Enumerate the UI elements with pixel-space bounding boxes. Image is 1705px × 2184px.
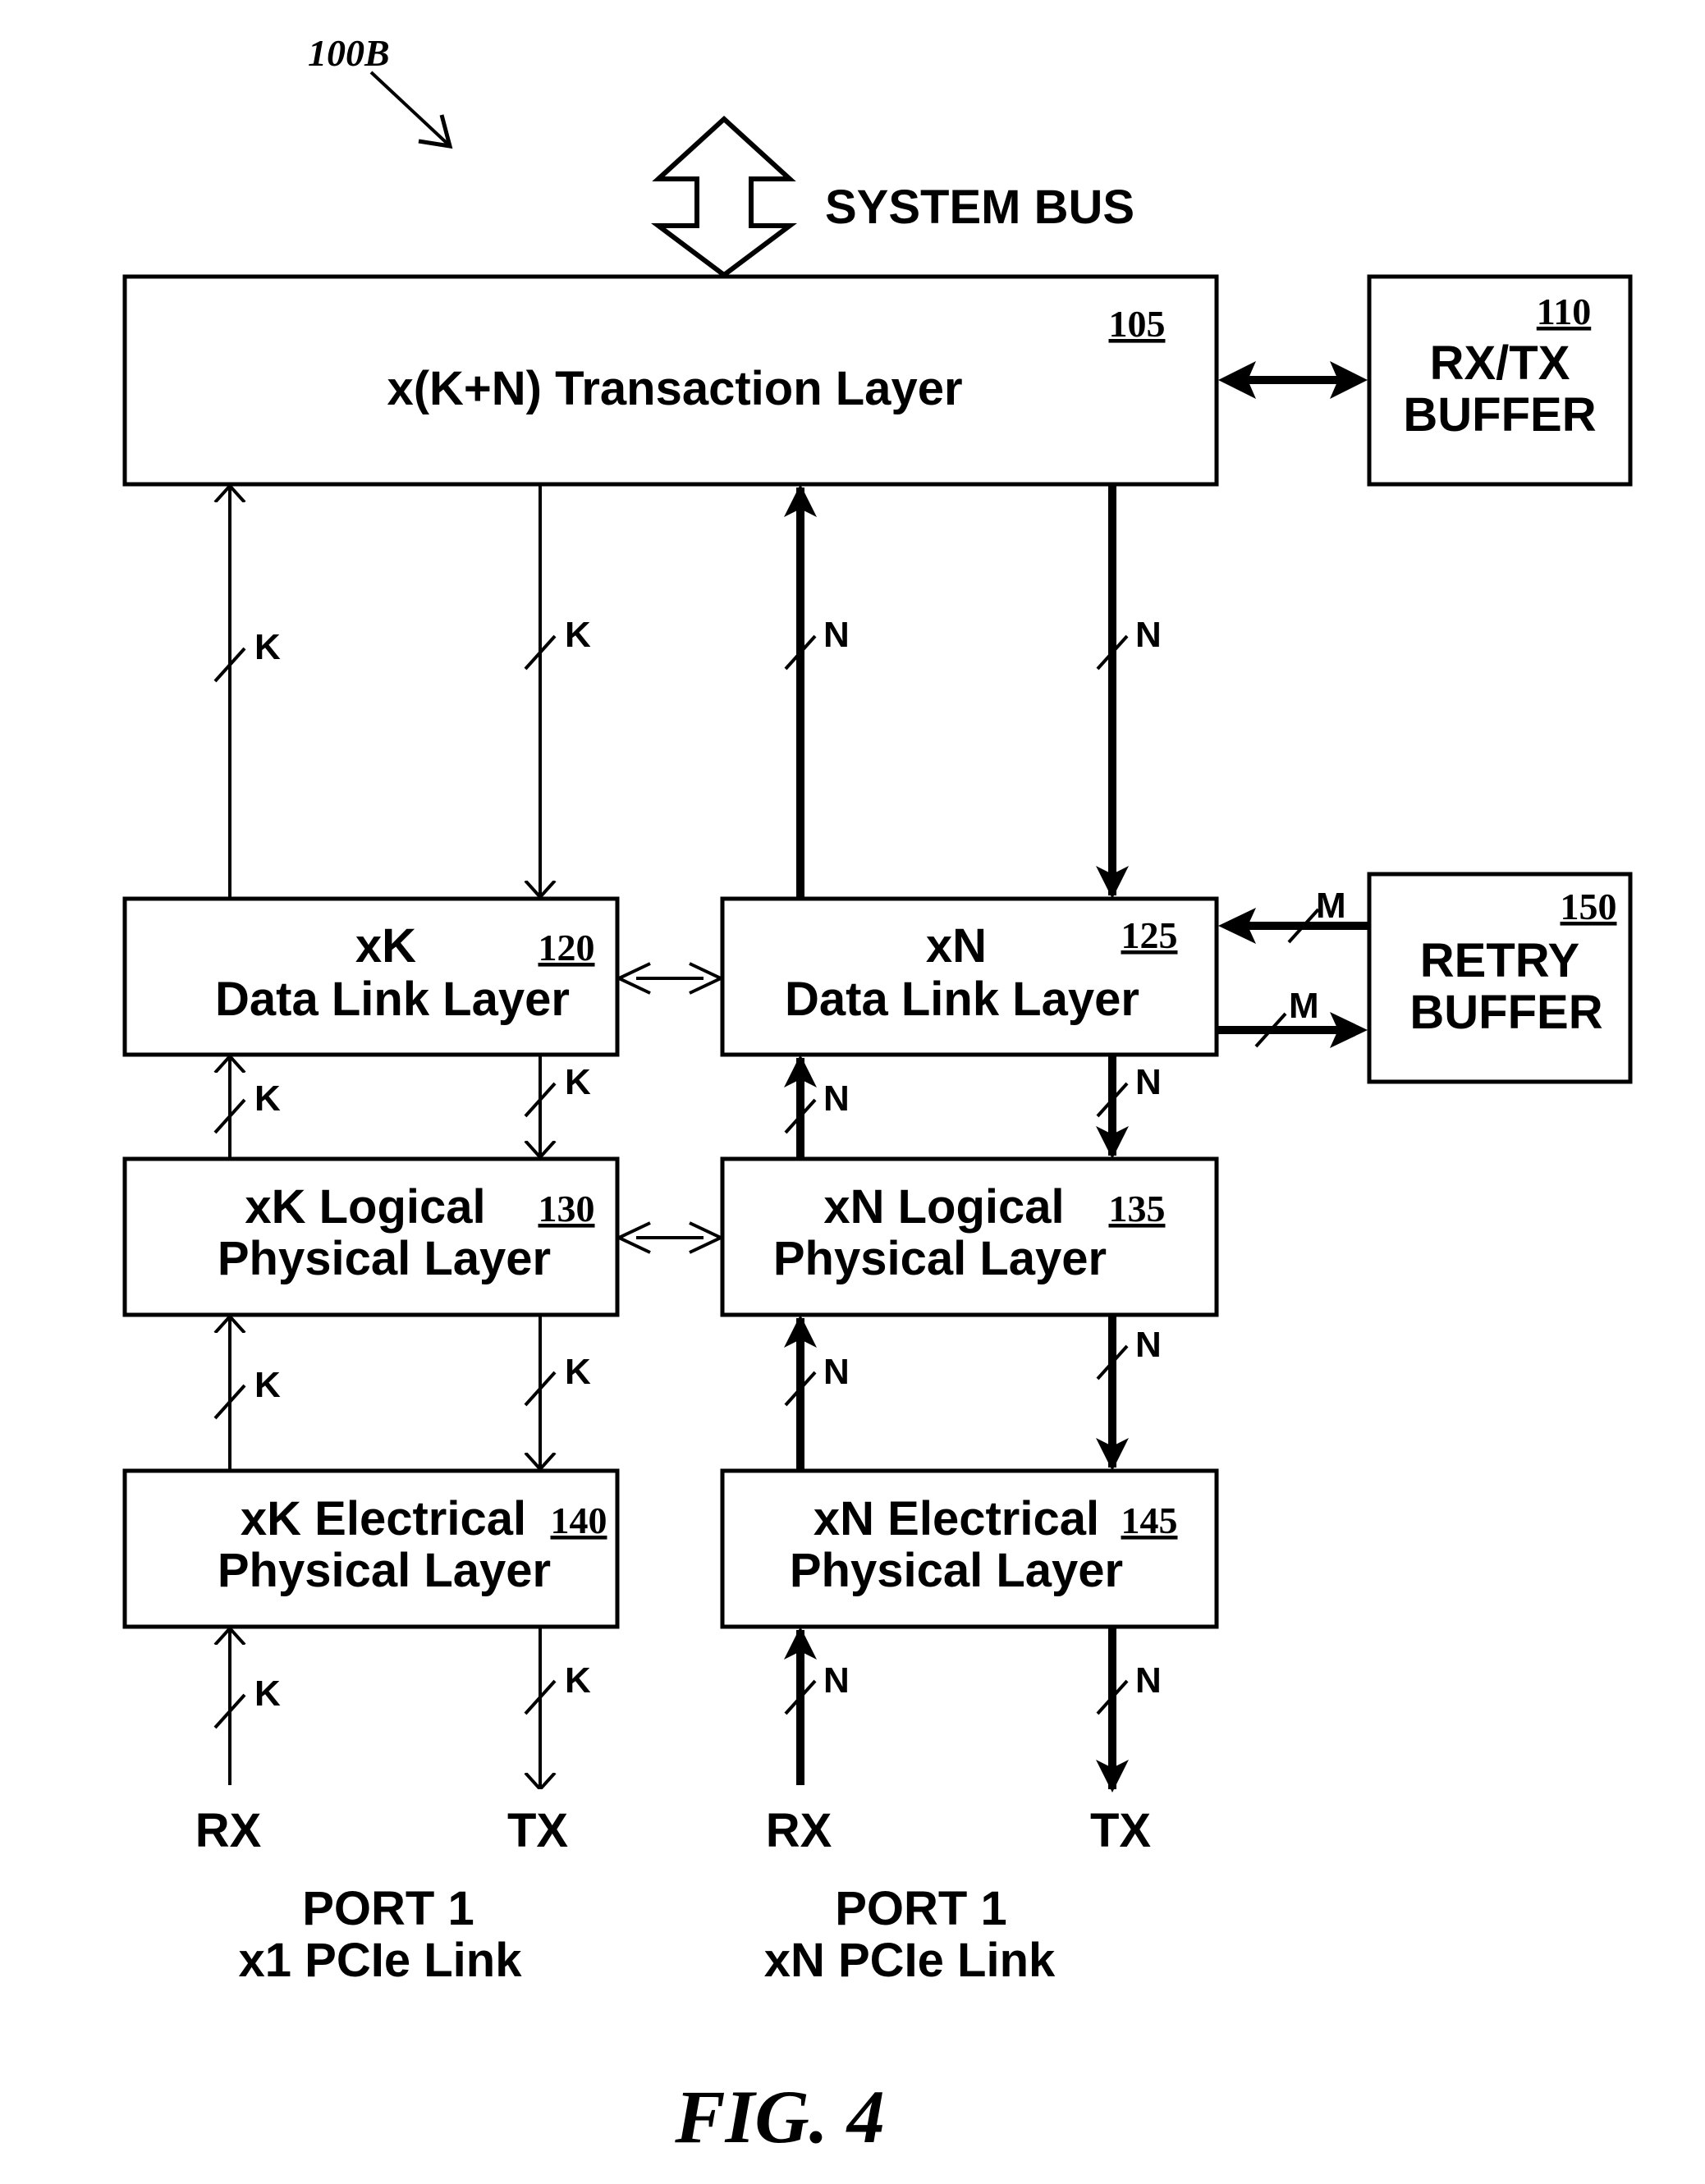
bus-label-m: M	[1289, 986, 1319, 1026]
xk-logical-line1: xK Logical	[245, 1180, 485, 1234]
bus-label-k: K	[254, 627, 281, 667]
right-port-name: PORT 1	[835, 1882, 1007, 1935]
dl-to-retry-arrowhead	[1330, 1012, 1368, 1048]
xk-logical-ref: 130	[539, 1188, 595, 1229]
bus-label-k: K	[254, 1365, 281, 1405]
xk-electrical-ref: 140	[551, 1499, 607, 1541]
xn-datalink-box	[720, 896, 1219, 1057]
xk-datalink-line1: xK	[355, 919, 416, 973]
figure-caption: FIG. 4	[674, 2075, 885, 2159]
left-port-rx: RX	[195, 1804, 262, 1857]
xk-electrical-line2: Physical Layer	[218, 1544, 551, 1597]
rxtx-buffer-ref: 110	[1537, 291, 1591, 332]
left-port-tx: TX	[507, 1804, 568, 1857]
xn-datalink-line1: xN	[926, 919, 987, 973]
xk-logical-line2: Physical Layer	[218, 1232, 551, 1285]
retry-buffer-box	[1367, 872, 1633, 1084]
xn-electrical-line1: xN Electrical	[814, 1492, 1099, 1545]
bus-label-n: N	[823, 615, 850, 655]
system-bus-arrow	[651, 115, 797, 278]
left-port-name: PORT 1	[302, 1882, 474, 1935]
xn-electrical-line2: Physical Layer	[790, 1544, 1123, 1597]
retry-buffer-ref: 150	[1561, 886, 1617, 927]
bus-label-n: N	[1135, 1325, 1162, 1365]
bus-slashes	[213, 634, 1320, 1729]
xk-datalink-line2: Data Link Layer	[215, 973, 570, 1026]
logical-cross-arrowhead-right	[689, 1221, 725, 1254]
left-port-link: x1 PCIe Link	[239, 1934, 523, 1987]
xn-electrical-ref: 145	[1121, 1499, 1178, 1541]
bus-label-k: K	[565, 615, 591, 655]
bus-label-k: K	[565, 1660, 591, 1701]
right-port-rx: RX	[766, 1804, 832, 1857]
bus-label-n: N	[823, 1352, 850, 1392]
rxtx-buffer-line1: RX/TX	[1430, 337, 1570, 390]
retry-buffer-line2: BUFFER	[1409, 986, 1602, 1039]
xn-electrical-box	[720, 1468, 1219, 1629]
xn-logical-line1: xN Logical	[823, 1180, 1064, 1234]
right-port-link: xN PCIe Link	[764, 1934, 1056, 1987]
system-bus-label: SYSTEM BUS	[825, 181, 1134, 234]
retry-buffer-line1: RETRY	[1420, 934, 1579, 987]
bus-label-n: N	[1135, 1660, 1162, 1701]
bus-label-k: K	[254, 1673, 281, 1714]
xk-electrical-box	[122, 1468, 620, 1629]
xk-datalink-box	[122, 896, 620, 1057]
datalink-cross-arrowhead-right	[689, 962, 725, 995]
figure-id-arrowhead	[418, 114, 453, 149]
bus-label-m: M	[1316, 886, 1346, 926]
transaction-rxtx-arrowhead-left	[1218, 361, 1256, 399]
xk-datalink-ref: 120	[539, 927, 595, 968]
xn-logical-line2: Physical Layer	[773, 1232, 1107, 1285]
right-port-tx: TX	[1090, 1804, 1151, 1857]
xn-datalink-line2: Data Link Layer	[785, 973, 1139, 1026]
datalink-cross-arrowhead-left	[615, 962, 651, 995]
rxtx-buffer-box	[1367, 274, 1633, 487]
bus-label-k: K	[254, 1078, 281, 1119]
xn-logical-box	[720, 1156, 1219, 1317]
bus-label-n: N	[1135, 615, 1162, 655]
bus-label-k: K	[565, 1062, 591, 1102]
xn-logical-ref: 135	[1109, 1188, 1166, 1229]
xk-logical-box	[122, 1156, 620, 1317]
transaction-layer-box	[122, 274, 1219, 487]
xn-datalink-ref: 125	[1121, 914, 1178, 956]
transaction-layer-ref: 105	[1109, 303, 1166, 345]
xk-electrical-line1: xK Electrical	[241, 1492, 526, 1545]
logical-cross-arrowhead-left	[615, 1221, 651, 1254]
bus-label-k: K	[565, 1352, 591, 1392]
bus-label-n: N	[823, 1078, 850, 1119]
transaction-layer-title: x(K+N) Transaction Layer	[387, 362, 962, 415]
figure-id-arrow	[369, 71, 449, 145]
transaction-rxtx-arrowhead-right	[1330, 361, 1368, 399]
figure-id: 100B	[308, 32, 390, 74]
bus-label-n: N	[823, 1660, 850, 1701]
rxtx-buffer-line2: BUFFER	[1403, 388, 1596, 442]
bus-label-n: N	[1135, 1062, 1162, 1102]
retry-to-dl-arrowhead	[1218, 908, 1256, 944]
